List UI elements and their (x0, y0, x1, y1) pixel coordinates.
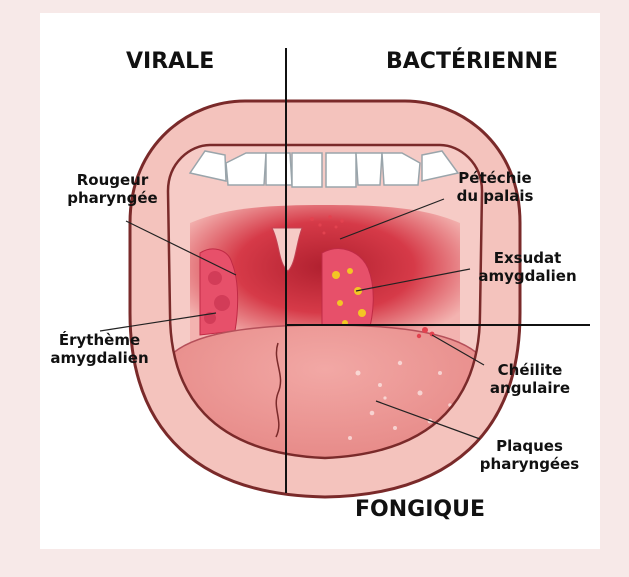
label-exsudat: Exsudat amygdalien (470, 249, 585, 285)
label-exsudat-line2: amygdalien (470, 267, 585, 285)
diagram-panel: VIRALE BACTÉRIENNE FONGIQUE Rougeur phar… (40, 13, 600, 549)
label-rougeur: Rougeur pharyngée (55, 171, 170, 207)
label-plaques-line1: Plaques (472, 437, 587, 455)
label-exsudat-line1: Exsudat (470, 249, 585, 267)
label-cheilite-line1: Chéilite (480, 361, 580, 379)
label-plaques-line2: pharyngées (472, 455, 587, 473)
header-bacterial: BACTÉRIENNE (386, 49, 558, 74)
label-petechie-line2: du palais (440, 187, 550, 205)
label-petechie-line1: Pétéchie (440, 169, 550, 187)
label-erytheme-line1: Érythème (42, 331, 157, 349)
label-petechie: Pétéchie du palais (440, 169, 550, 205)
header-fungal: FONGIQUE (355, 497, 485, 522)
label-cheilite: Chéilite angulaire (480, 361, 580, 397)
label-plaques: Plaques pharyngées (472, 437, 587, 473)
label-erytheme-line2: amygdalien (42, 349, 157, 367)
label-cheilite-line2: angulaire (480, 379, 580, 397)
header-viral: VIRALE (126, 49, 214, 74)
label-rougeur-line2: pharyngée (55, 189, 170, 207)
label-erytheme: Érythème amygdalien (42, 331, 157, 367)
label-rougeur-line1: Rougeur (55, 171, 170, 189)
